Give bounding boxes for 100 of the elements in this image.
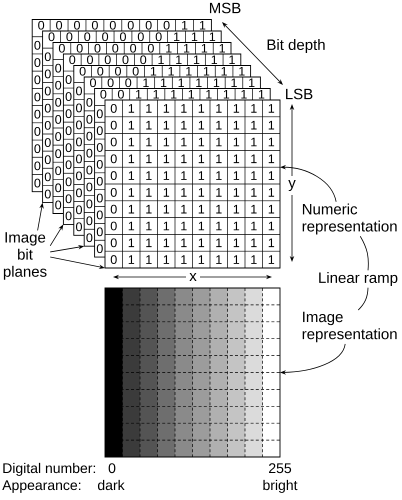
bit-value: 1 — [251, 138, 257, 146]
bit-value: 0 — [94, 44, 100, 53]
bit-value: 0 — [132, 66, 139, 76]
bit-value: 0 — [55, 183, 62, 192]
bit-value: 1 — [212, 55, 218, 64]
bit-value: 1 — [198, 104, 204, 113]
value-label: dark — [98, 480, 125, 490]
callout-label: Image representation — [302, 312, 397, 342]
bit-value: 0 — [76, 138, 82, 146]
bit-value: 0 — [120, 32, 126, 42]
bit-value: 0 — [34, 110, 40, 119]
bit-value: 0 — [76, 154, 82, 164]
bit-value: 0 — [38, 20, 44, 30]
bit-value: 0 — [76, 44, 83, 53]
bit-value: 0 — [92, 20, 98, 30]
bit-value: 0 — [86, 233, 92, 242]
bit-value: 0 — [86, 182, 92, 192]
bit-value: 1 — [234, 138, 240, 146]
bit-value: 0 — [146, 20, 152, 30]
bit-value: 1 — [216, 255, 222, 264]
bit-value: 1 — [146, 222, 152, 230]
bit-value: 1 — [146, 104, 152, 113]
bit-value: 0 — [55, 115, 62, 124]
bit-value: 1 — [204, 66, 210, 76]
bit-value: 1 — [268, 120, 274, 130]
bit-value: 0 — [86, 114, 92, 124]
bit-value: 0 — [110, 20, 116, 30]
bit-value: 1 — [184, 44, 190, 53]
bit-value: 0 — [76, 188, 82, 198]
bit-value: 1 — [216, 171, 222, 180]
dimension-label: Bit depth — [268, 39, 325, 53]
bit-value: 0 — [110, 188, 117, 197]
bit-value: 1 — [194, 55, 200, 64]
bit-value: 1 — [128, 255, 134, 264]
bit-value: 0 — [115, 66, 121, 76]
bit-value: 1 — [146, 171, 152, 180]
bit-value: 1 — [198, 204, 204, 214]
callout-label: Image bit planes — [4, 232, 47, 280]
bit-value: 1 — [234, 104, 240, 113]
bit-value: 0 — [44, 104, 51, 113]
bit-value: 0 — [76, 86, 82, 96]
dimension-label: y — [288, 180, 296, 192]
bit-value: 0 — [66, 75, 72, 84]
bit-value: 0 — [86, 199, 92, 208]
bit-value: 1 — [268, 222, 274, 230]
bit-value: 0 — [156, 32, 162, 42]
bit-value: 1 — [128, 138, 134, 146]
bit-value: 0 — [55, 98, 62, 107]
bit-value: 1 — [239, 66, 245, 76]
grayscale-image — [104, 288, 280, 458]
bit-value: 1 — [154, 90, 159, 99]
bit-value: 0 — [96, 126, 103, 136]
bit-value: 1 — [241, 90, 247, 99]
bit-value: 1 — [268, 171, 274, 180]
bit-value: 1 — [202, 44, 208, 53]
bit-value: 0 — [86, 98, 92, 107]
bit-value: 0 — [96, 143, 103, 152]
bit-value: 1 — [128, 222, 134, 230]
connector-line — [358, 287, 368, 310]
bit-value: 0 — [44, 120, 51, 130]
bit-value: 1 — [206, 90, 212, 99]
bit-value: 1 — [216, 222, 222, 230]
bit-value: 1 — [251, 204, 257, 214]
bit-value: 1 — [216, 238, 222, 248]
bit-value: 1 — [164, 171, 170, 180]
row-label: Digital number: — [3, 462, 96, 476]
bit-value: 1 — [214, 78, 220, 88]
bit-value: 1 — [231, 78, 237, 88]
bit-value: 1 — [160, 78, 166, 88]
bit-value: 0 — [110, 238, 117, 248]
bit-value: 0 — [102, 32, 108, 42]
bit-value: 0 — [128, 20, 134, 30]
bit-value: 0 — [100, 90, 106, 99]
bit-value: 1 — [258, 90, 264, 99]
bit-value: 0 — [76, 120, 82, 130]
bit-value: 1 — [268, 238, 274, 248]
bit-value: 1 — [146, 188, 152, 197]
bit-value: 1 — [251, 171, 257, 180]
bit-value: 1 — [234, 222, 240, 230]
depth-end-label: LSB — [286, 88, 312, 100]
bit-value: 1 — [198, 171, 204, 180]
bit-value: 1 — [128, 188, 134, 197]
bit-value: 1 — [128, 238, 134, 248]
bit-value: 1 — [164, 222, 170, 230]
bit-value: 0 — [164, 20, 170, 30]
bit-value: 0 — [96, 194, 103, 203]
callout-label: Numeric representation — [302, 203, 397, 235]
bit-value: 0 — [104, 55, 111, 64]
bit-value: 1 — [216, 120, 222, 130]
bit-value: 1 — [251, 238, 257, 248]
bit-value: 1 — [174, 32, 180, 42]
bit-value: 1 — [234, 255, 240, 264]
bit-value: 0 — [34, 178, 40, 188]
bit-value: 1 — [251, 255, 257, 264]
bit-value: 1 — [198, 222, 204, 230]
bit-value: 0 — [44, 69, 51, 78]
bit-value: 0 — [130, 44, 136, 53]
bit-value: 1 — [146, 154, 152, 164]
value-label: bright — [263, 480, 298, 493]
bit-value: 1 — [128, 154, 134, 164]
